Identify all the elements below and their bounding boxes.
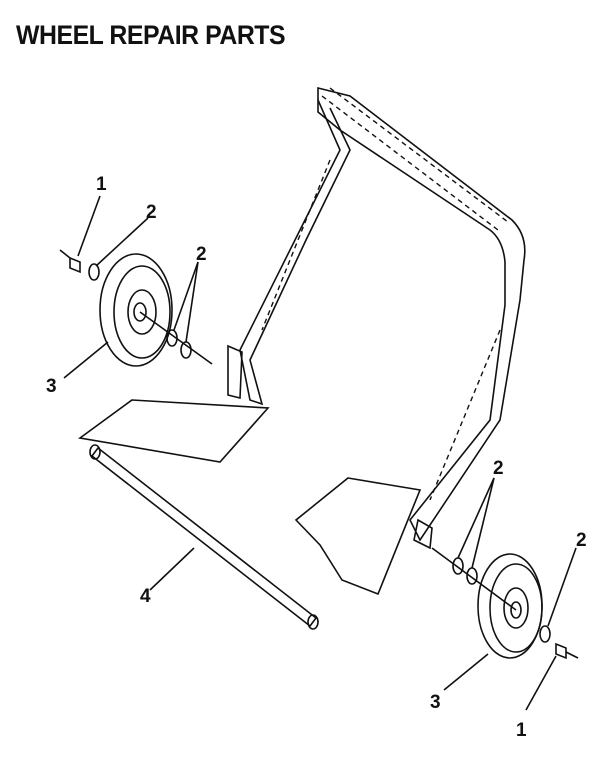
callout-left-wheel: 3 <box>46 376 57 397</box>
left-inner-washer-a <box>166 329 178 347</box>
leader-lines <box>63 195 577 711</box>
callout-right-washers-inner: 2 <box>493 458 504 479</box>
callout-left-washer-outer: 2 <box>146 202 157 223</box>
left-axle-stub <box>139 311 213 365</box>
page-title: WHEEL REPAIR PARTS <box>16 20 286 50</box>
handle-frame <box>227 86 526 550</box>
left-outer-washer <box>88 263 100 281</box>
callout-right-wheel: 3 <box>430 692 441 713</box>
right-nut <box>555 642 579 660</box>
right-panel-outline <box>294 477 422 596</box>
callout-right-nut: 1 <box>516 720 527 741</box>
right-wheel <box>477 553 543 659</box>
left-panel-outline <box>78 399 270 463</box>
left-nut <box>59 249 81 274</box>
right-inner-washer-a <box>452 557 464 575</box>
callout-axle: 4 <box>140 586 151 607</box>
axle-rod <box>89 444 319 630</box>
callout-right-washer-outer: 2 <box>576 530 587 551</box>
right-axle-stub <box>431 547 517 611</box>
left-wheel <box>99 253 173 367</box>
callout-left-washers-inner: 2 <box>196 244 207 265</box>
right-inner-washer-b <box>466 567 478 585</box>
callout-left-nut: 1 <box>96 174 107 195</box>
right-outer-washer <box>539 625 551 643</box>
